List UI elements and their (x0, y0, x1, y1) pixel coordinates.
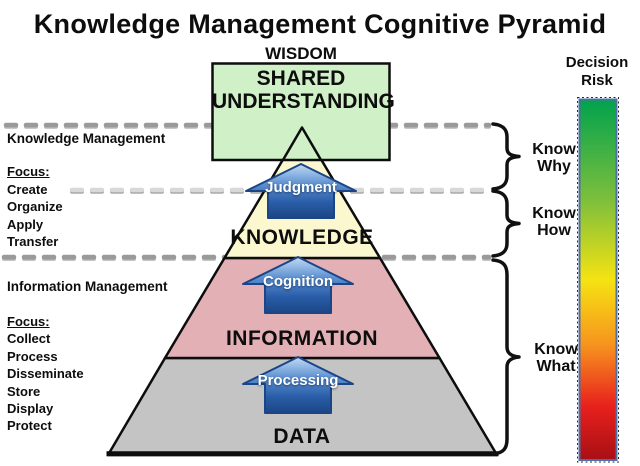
processing-arrow (242, 356, 354, 414)
information-management-heading: Information Management (7, 279, 168, 294)
focus-item: Apply (7, 216, 44, 232)
decision-risk-bar (577, 97, 619, 463)
focus-label: Focus: (7, 314, 50, 329)
braces (491, 122, 521, 456)
data-layer-label: DATA (273, 425, 331, 448)
judgment-arrow (245, 163, 357, 219)
cognition-arrow (242, 256, 354, 314)
knowledge-management-focus-list: Focus: Create Organize Apply Transfer (7, 163, 63, 251)
wisdom-label: WISDOM (265, 44, 337, 63)
focus-item: Collect (7, 331, 51, 347)
know-what-label: Know What (534, 341, 578, 375)
knowledge-layer-label: KNOWLEDGE (230, 226, 374, 249)
processing-arrow-label: Processing (257, 372, 339, 389)
focus-item: Display (7, 401, 54, 417)
focus-item: Create (7, 181, 48, 197)
information-layer-label: INFORMATION (225, 327, 379, 350)
process-arrows (242, 163, 357, 414)
brace-know-what (491, 258, 521, 456)
focus-label: Focus: (7, 164, 50, 179)
shared-understanding-box (211, 62, 391, 162)
decision-risk-label: Decision Risk (565, 54, 629, 89)
focus-item: Organize (7, 199, 63, 214)
focus-item: Transfer (7, 234, 59, 249)
brace-know-how (491, 189, 521, 258)
focus-item: Disseminate (7, 366, 84, 382)
know-why-label: Know Why (532, 141, 576, 175)
judgment-arrow-label: Judgment (265, 179, 337, 196)
brace-know-why (491, 122, 521, 191)
information-management-focus-list: Focus: Collect Process Disseminate Store… (7, 313, 84, 435)
diagram-title: Knowledge Management Cognitive Pyramid (33, 9, 607, 39)
risk-bar (578, 98, 618, 461)
focus-item: Store (7, 383, 41, 399)
focus-item: Protect (7, 418, 52, 434)
know-how-label: Know How (532, 205, 576, 239)
shared-understanding-label: SHARED UNDERSTANDING (212, 67, 395, 113)
cognition-arrow-label: Cognition (263, 273, 333, 290)
focus-item: Process (7, 348, 58, 364)
knowledge-management-heading: Knowledge Management (7, 131, 166, 146)
pyramid-apex-outline (281, 126, 323, 161)
